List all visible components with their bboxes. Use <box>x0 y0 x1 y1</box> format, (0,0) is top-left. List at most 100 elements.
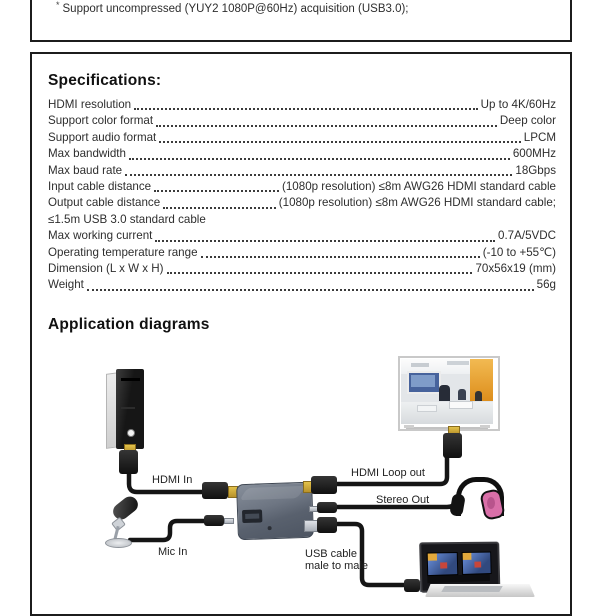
hdmi-plug-body <box>443 433 462 458</box>
spec-label: Max bandwidth <box>48 147 126 161</box>
tv-foot <box>404 425 414 428</box>
usb-cable <box>332 521 409 588</box>
tv-scene-orange-wall <box>470 359 493 401</box>
pc-front-panel <box>116 369 144 449</box>
spec-row: Max baud rate 18Gbps <box>48 163 556 179</box>
top-note-text: Support uncompressed (YUY2 1080P@60Hz) a… <box>62 3 409 15</box>
spec-value: 0.7A/5VDC <box>498 229 556 243</box>
jack-body <box>204 515 224 526</box>
desktop-pc-image <box>106 369 144 449</box>
spec-label: Max baud rate <box>48 163 123 177</box>
spec-label: Dimension (L x W x H) <box>48 262 164 276</box>
usb-plug-body <box>404 579 420 592</box>
dotted-leader <box>200 256 480 259</box>
spec-label: Operating temperature range <box>48 245 198 259</box>
tv-scene-person <box>475 391 482 401</box>
jack-tip <box>224 518 234 524</box>
hdmi-plug-icon <box>202 480 238 500</box>
top-note: *Support uncompressed (YUY2 1080P@60Hz) … <box>56 0 409 15</box>
mic-base <box>105 538 132 548</box>
spec-label: Weight <box>48 278 84 292</box>
tv-screen <box>401 359 493 424</box>
jack-body <box>317 502 337 513</box>
spec-label: Output cable distance <box>48 196 161 210</box>
hdmi-plug-icon <box>443 426 463 459</box>
tv-scene-wall-display-inner <box>411 375 435 387</box>
spec-label: Input cable distance <box>48 180 152 194</box>
dotted-leader <box>163 206 276 209</box>
spec-label: Support audio format <box>48 130 157 144</box>
spec-row: Weight 56g <box>48 277 556 293</box>
spec-row: Max bandwidth 600MHz <box>48 146 556 162</box>
spec-value: (1080p resolution) ≤8m AWG26 HDMI standa… <box>278 196 556 210</box>
headphones-image <box>449 474 506 521</box>
dotted-leader <box>154 190 279 193</box>
label-usb-cable-line2: male to male <box>305 559 368 572</box>
hdmi-plug-body <box>311 476 337 494</box>
label-hdmi-in: HDMI In <box>152 474 193 486</box>
spec-value: 70x56x19 (mm) <box>475 262 556 276</box>
pc-drive-slot <box>121 378 140 381</box>
laptop-photo-window <box>461 551 492 575</box>
spec-label: Support color format <box>48 114 154 128</box>
specifications-heading: Specifications: <box>48 72 162 89</box>
dotted-leader <box>155 239 495 242</box>
bullet-asterisk: * <box>56 0 60 10</box>
capture-box-hdmi-port-inner <box>245 513 260 520</box>
photo-highlight <box>474 561 482 568</box>
dotted-leader <box>134 108 478 111</box>
laptop-photo-window <box>426 552 459 577</box>
spec-row: Dimension (L x W x H) 70x56x19 (mm) <box>48 261 556 277</box>
spec-value: 600MHz <box>512 147 556 161</box>
spec-value: LPCM <box>523 130 556 144</box>
spec-label: HDMI resolution <box>48 98 132 111</box>
tv-scene-light <box>447 361 469 365</box>
spec-value: 56g <box>536 278 556 292</box>
dotted-leader <box>166 272 473 275</box>
hdmi-plug-body <box>202 482 228 499</box>
tv-image <box>398 356 500 431</box>
dotted-leader <box>125 174 513 177</box>
application-heading: Application diagrams <box>48 316 210 333</box>
spec-row: Operating temperature range (-10 to +55℃) <box>48 245 556 261</box>
spec-label: ≤1.5m USB 3.0 standard cable <box>48 212 206 226</box>
dotted-leader <box>159 141 521 144</box>
hdmi-in-cable <box>126 465 206 495</box>
microphone-image <box>100 493 146 549</box>
tv-scene-person <box>458 389 466 400</box>
spec-row: Max working current 0.7A/5VDC <box>48 228 556 244</box>
dotted-leader <box>86 288 534 291</box>
spec-row: Support color format Deep color <box>48 113 556 129</box>
photo-highlight <box>462 552 472 560</box>
application-diagram: HDMI In Mic In HDMI Loop out Stereo Out … <box>100 356 535 600</box>
spec-value: (-10 to +55℃) <box>482 245 556 259</box>
spec-value: (1080p resolution) ≤8m AWG26 HDMI standa… <box>281 180 556 194</box>
tv-stand <box>406 427 488 429</box>
tv-scene-floor <box>401 402 493 424</box>
spec-value: Deep color <box>499 114 556 128</box>
spec-row: ≤1.5m USB 3.0 standard cable <box>48 212 556 228</box>
label-usb-cable-line1: USB cable <box>305 548 357 560</box>
audio-jack-plug-icon <box>204 515 234 527</box>
spec-row: Input cable distance (1080p resolution) ≤… <box>48 179 556 195</box>
dotted-leader <box>156 124 497 127</box>
tv-scene-person <box>439 385 450 401</box>
top-callout-box: *Support uncompressed (YUY2 1080P@60Hz) … <box>30 0 572 42</box>
headphones-right-cup-inner <box>487 497 495 509</box>
spec-label: Max working current <box>48 229 153 243</box>
capture-box-image <box>236 481 314 541</box>
dotted-leader <box>128 157 510 160</box>
spec-row: Output cable distance (1080p resolution) … <box>48 195 556 211</box>
spec-value: Up to 4K/60Hz <box>480 98 556 111</box>
mic-in-cable <box>127 518 208 543</box>
spec-row: Support audio format LPCM <box>48 130 556 146</box>
hdmi-loop-out-cable <box>333 454 450 487</box>
tv-scene-desk <box>417 405 437 412</box>
photo-highlight <box>440 562 448 569</box>
pc-power-button-icon <box>127 429 135 437</box>
laptop-image <box>403 537 535 600</box>
tv-scene-desk <box>449 401 473 409</box>
hdmi-plug-icon <box>119 444 139 474</box>
spec-value: 18Gbps <box>515 163 556 177</box>
